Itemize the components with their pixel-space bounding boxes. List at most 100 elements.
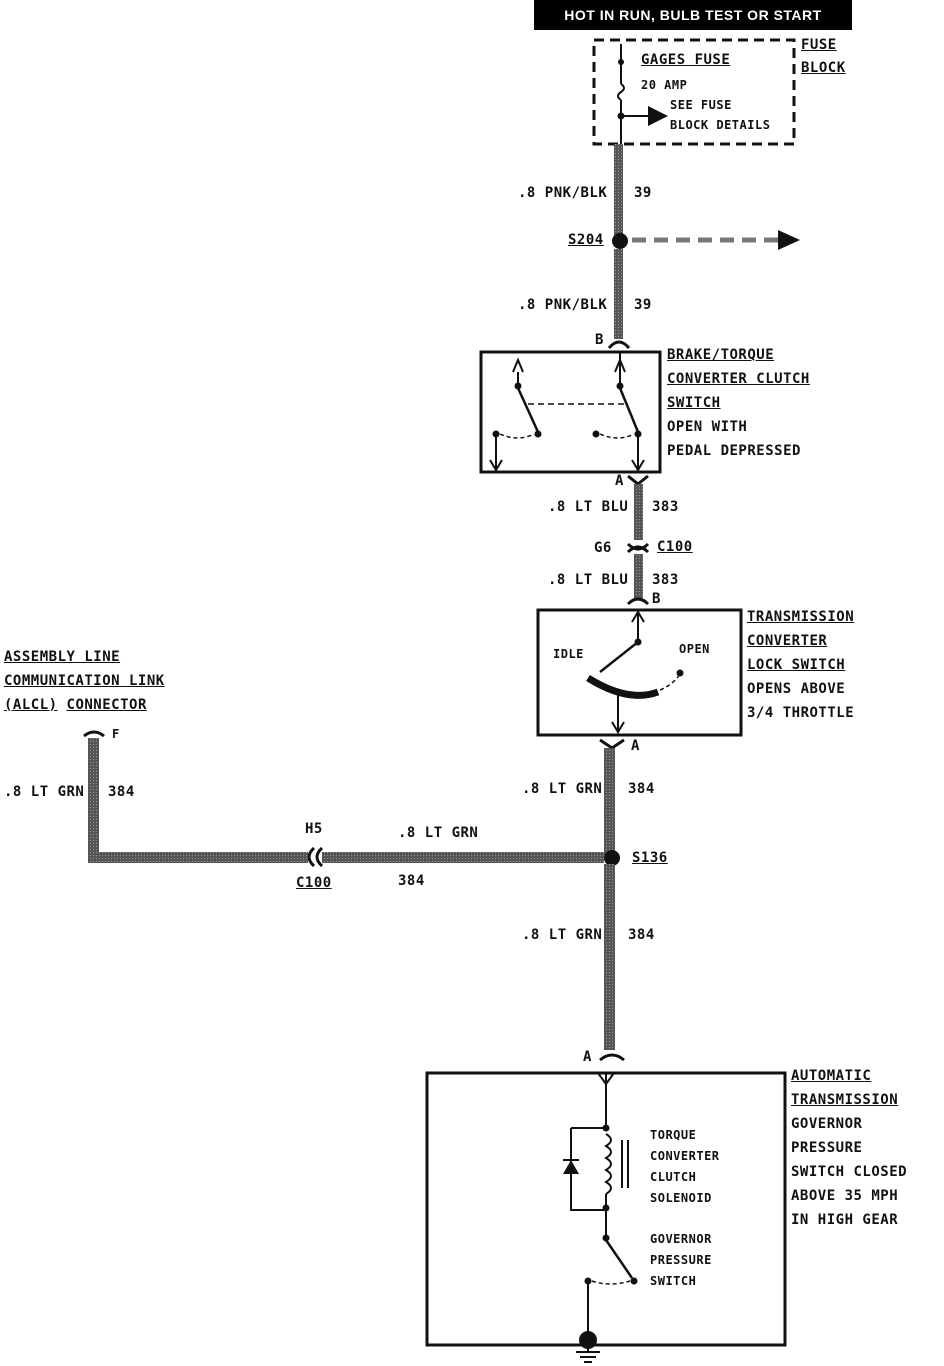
connector-a-brake-label: A <box>615 473 624 489</box>
governor-label: AUTOMATIC TRANSMISSION GOVERNOR PRESSURE… <box>791 1064 907 1232</box>
fuse-block-label-2: BLOCK <box>801 60 846 76</box>
alcl-line3-prefix: (ALCL) <box>4 697 58 713</box>
circuit-label-2: 39 <box>634 297 652 313</box>
wire-label-5: .8 LT GRN <box>4 784 85 800</box>
connector-b-brake-label: B <box>595 332 604 348</box>
splice-s204 <box>612 233 628 249</box>
governor-line1: AUTOMATIC <box>791 1068 872 1084</box>
circuit-label-8: 384 <box>628 927 655 943</box>
governor-line5: SWITCH CLOSED <box>791 1164 908 1180</box>
ground-splice <box>579 1331 597 1349</box>
wire-label-4: .8 LT BLU <box>548 572 629 588</box>
wire-pnk-blk-2 <box>614 249 623 339</box>
wire-label-8: .8 LT GRN <box>522 927 603 943</box>
governor-box <box>425 1071 787 1347</box>
governor-line6: ABOVE 35 MPH <box>791 1188 899 1204</box>
wire-label-6: .8 LT GRN <box>522 781 603 797</box>
circuit-label-5: 384 <box>108 784 135 800</box>
see-fuse-details-2: BLOCK DETAILS <box>670 118 771 132</box>
idle-label: IDLE <box>553 647 584 661</box>
splice-s136 <box>604 850 620 866</box>
connector-b-brake <box>607 340 631 350</box>
alcl-line2: COMMUNICATION LINK <box>4 673 165 689</box>
wire-lt-blu-1 <box>634 484 643 540</box>
wire-label-7: .8 LT GRN <box>398 825 479 841</box>
governor-line4: PRESSURE <box>791 1140 863 1156</box>
gov-switch-label: GOVERNOR PRESSURE SWITCH <box>650 1229 712 1292</box>
governor-line7: IN HIGH GEAR <box>791 1212 899 1228</box>
alcl-line1: ASSEMBLY LINE <box>4 649 121 665</box>
wire-pnk-blk-1 <box>614 144 623 241</box>
c100b-label: C100 <box>296 875 332 891</box>
fuse-rating: 20 AMP <box>641 78 688 92</box>
solenoid-line3: CLUTCH <box>650 1170 697 1184</box>
brake-switch-box <box>479 350 662 474</box>
fuse-block <box>592 38 796 146</box>
brake-switch-line2: CONVERTER CLUTCH <box>667 371 810 387</box>
solenoid-line1: TORQUE <box>650 1128 697 1142</box>
solenoid-coil-icon <box>604 1133 612 1195</box>
circuit-label-6: 384 <box>628 781 655 797</box>
c100b-cavity-label: H5 <box>305 821 323 837</box>
wire-lt-grn-4 <box>92 852 308 863</box>
connector-a-brake <box>627 474 649 486</box>
wire-label-2: .8 PNK/BLK <box>518 297 608 313</box>
wire-lt-grn-3 <box>322 852 604 863</box>
brake-switch-line3: SWITCH <box>667 395 721 411</box>
connector-c100-top <box>626 545 650 554</box>
ground-icon <box>576 1346 600 1363</box>
connector-b-tcs <box>626 597 650 606</box>
brake-switch-label: BRAKE/TORQUE CONVERTER CLUTCH SWITCH OPE… <box>667 343 810 463</box>
splice-s204-label: S204 <box>568 232 604 248</box>
fuse-icon <box>617 83 625 101</box>
trans-switch-box <box>536 608 743 737</box>
gov-switch-line2: PRESSURE <box>650 1253 712 1267</box>
splice-s136-label: S136 <box>632 850 668 866</box>
connector-alcl-f <box>83 730 105 738</box>
fuse-name: GAGES FUSE <box>641 52 731 68</box>
solenoid-label: TORQUE CONVERTER CLUTCH SOLENOID <box>650 1125 720 1209</box>
wire-lt-blu-2 <box>634 554 643 600</box>
circuit-label-1: 39 <box>634 185 652 201</box>
connector-b-tcs-label: B <box>652 591 661 607</box>
trans-switch-line3: LOCK SWITCH <box>747 657 846 673</box>
diode-icon <box>563 1160 579 1174</box>
gov-switch-line1: GOVERNOR <box>650 1232 712 1246</box>
connector-a-tcs <box>599 738 625 750</box>
connector-a-tcs-label: A <box>631 738 640 754</box>
c100-label: C100 <box>657 539 693 555</box>
governor-line2: TRANSMISSION <box>791 1092 899 1108</box>
governor-line3: GOVERNOR <box>791 1116 863 1132</box>
connector-c100-h5-right <box>315 846 324 868</box>
solenoid-line4: SOLENOID <box>650 1191 712 1205</box>
brake-switch-line1: BRAKE/TORQUE <box>667 347 775 363</box>
wire-lt-grn-5 <box>88 738 99 863</box>
trans-switch-line2: CONVERTER <box>747 633 828 649</box>
brake-switch-line5: PEDAL DEPRESSED <box>667 443 801 459</box>
alcl-cavity-label: F <box>112 727 120 741</box>
trans-switch-line1: TRANSMISSION <box>747 609 855 625</box>
wire-label-3: .8 LT BLU <box>548 499 629 515</box>
wire-label-1: .8 PNK/BLK <box>518 185 608 201</box>
see-fuse-details-1: SEE FUSE <box>670 98 732 112</box>
trans-switch-line4: OPENS ABOVE <box>747 681 846 697</box>
power-source-banner: HOT IN RUN, BULB TEST OR START <box>534 0 852 30</box>
wire-lt-grn-1 <box>604 748 615 856</box>
brake-switch-line4: OPEN WITH <box>667 419 748 435</box>
circuit-label-3: 383 <box>652 499 679 515</box>
gov-switch-line3: SWITCH <box>650 1274 697 1288</box>
circuit-label-7: 384 <box>398 873 425 889</box>
connector-a-gov <box>599 1053 625 1062</box>
wire-lt-grn-2 <box>604 864 615 1050</box>
alcl-line3-suffix: CONNECTOR <box>66 697 147 713</box>
connector-c100-h5-left <box>307 846 316 868</box>
solenoid-line2: CONVERTER <box>650 1149 720 1163</box>
fuse-block-label-1: FUSE <box>801 37 837 53</box>
branch-arrow-icon <box>778 230 800 250</box>
connector-a-gov-label: A <box>583 1049 592 1065</box>
trans-switch-line5: 3/4 THROTTLE <box>747 705 855 721</box>
c100-cavity-label: G6 <box>594 540 612 556</box>
alcl-label: ASSEMBLY LINE COMMUNICATION LINK (ALCL) … <box>4 645 165 717</box>
open-label: OPEN <box>679 642 710 656</box>
